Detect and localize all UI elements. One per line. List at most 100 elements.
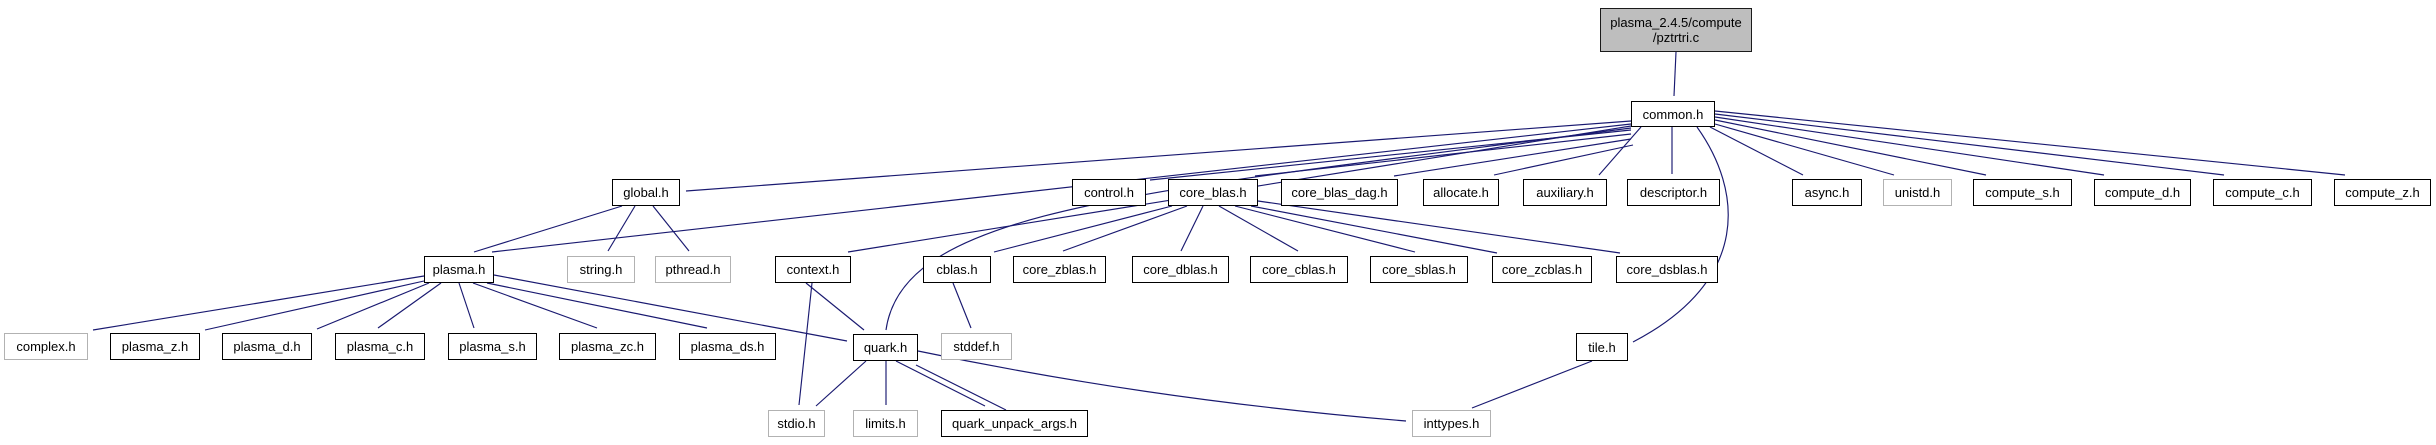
node-plasma_ds_h[interactable]: plasma_ds.h	[679, 333, 776, 360]
node-label: pthread.h	[665, 262, 721, 277]
node-plasma_s_h[interactable]: plasma_s.h	[448, 333, 537, 360]
edge-global_h-pthread_h	[652, 205, 690, 252]
node-plasma_z_h[interactable]: plasma_z.h	[110, 333, 200, 360]
node-label: cblas.h	[936, 262, 978, 277]
node-core_blas_h[interactable]: core_blas.h	[1168, 179, 1258, 206]
node-control_h[interactable]: control.h	[1072, 179, 1146, 206]
edge-core_blas_h-core_dsblas_h	[1257, 200, 1621, 254]
node-label: core_blas.h	[1179, 185, 1247, 200]
node-label: /pztrtri.c	[1652, 30, 1700, 45]
edge-common_h-control_h	[1149, 129, 1632, 181]
node-compute_s_h[interactable]: compute_s.h	[1973, 179, 2072, 206]
node-plasma_zc_h[interactable]: plasma_zc.h	[559, 333, 656, 360]
node-label: core_zblas.h	[1022, 262, 1097, 277]
node-compute_z_h[interactable]: compute_z.h	[2334, 179, 2431, 206]
node-label: stdio.h	[777, 416, 816, 431]
node-label: compute_s.h	[1985, 185, 2060, 200]
node-label: core_cblas.h	[1262, 262, 1336, 277]
edge-common_h-compute_z_h	[1714, 110, 2346, 176]
edge-quark_h-quark_unpack_args_h	[895, 360, 986, 407]
node-pztrtri_c: plasma_2.4.5/compute/pztrtri.c	[1600, 8, 1752, 52]
edge-common_h-tile_h	[1632, 126, 1729, 343]
node-core_blas_dag_h[interactable]: core_blas_dag.h	[1281, 179, 1398, 206]
edge-core_blas_h-core_sblas_h	[1234, 205, 1416, 253]
node-label: core_sblas.h	[1382, 262, 1456, 277]
node-plasma_d_h[interactable]: plasma_d.h	[222, 333, 312, 360]
node-string_h: string.h	[567, 256, 635, 283]
node-label: tile.h	[1588, 339, 1616, 355]
node-label: plasma_ds.h	[690, 339, 765, 354]
edge-core_blas_h-cblas_h	[993, 205, 1173, 253]
node-label: quark_unpack_args.h	[951, 416, 1078, 431]
node-label: plasma_d.h	[233, 339, 301, 354]
node-cblas_h[interactable]: cblas.h	[923, 256, 991, 283]
node-tile_h[interactable]: tile.h	[1576, 333, 1628, 361]
edge-common_h-core_blas_h	[1254, 133, 1632, 177]
edge-plasma_h-plasma_zc_h	[472, 282, 598, 329]
edge-plasma_h-plasma_d_h	[316, 282, 430, 330]
node-quark_h[interactable]: quark.h	[853, 334, 918, 361]
node-core_zblas_h[interactable]: core_zblas.h	[1013, 256, 1106, 283]
edge-core_blas_h-core_zblas_h	[1062, 205, 1188, 252]
node-plasma_c_h[interactable]: plasma_c.h	[335, 333, 425, 360]
edge-common_h-unistd_h	[1714, 123, 1895, 176]
edge-plasma_h-plasma_ds_h	[486, 282, 708, 329]
edge-common_h-auxiliary_h	[1598, 126, 1642, 176]
node-core_zcblas_h[interactable]: core_zcblas.h	[1492, 256, 1592, 283]
edge-plasma_h-plasma_z_h	[204, 280, 425, 331]
node-label: plasma_z.h	[121, 339, 189, 354]
edge-common_h-compute_s_h	[1714, 119, 1987, 176]
edges-group	[92, 51, 2346, 422]
edge-cblas_h-stddef_h	[952, 282, 972, 329]
node-compute_c_h[interactable]: compute_c.h	[2213, 179, 2312, 206]
node-label: core_dsblas.h	[1626, 262, 1708, 277]
edge-core_blas_h-core_dblas_h	[1180, 205, 1204, 252]
node-quark_unpack_args_h[interactable]: quark_unpack_args.h	[941, 410, 1088, 437]
node-context_h[interactable]: context.h	[775, 256, 851, 283]
node-unistd_h: unistd.h	[1883, 179, 1952, 206]
node-stddef_h: stddef.h	[941, 333, 1012, 360]
node-core_dsblas_h[interactable]: core_dsblas.h	[1616, 256, 1718, 283]
edge-common_h-compute_d_h	[1714, 116, 2105, 176]
node-inttypes_h: inttypes.h	[1412, 410, 1491, 437]
node-label: auxiliary.h	[1536, 185, 1594, 200]
node-label: plasma_c.h	[346, 339, 414, 354]
edge-common_h-async_h	[1709, 126, 1804, 176]
node-common_h[interactable]: common.h	[1631, 101, 1715, 127]
edge-core_blas_h-core_zcblas_h	[1250, 205, 1498, 254]
edge-common_h-core_blas_dag_h	[1393, 138, 1632, 177]
node-label: plasma_s.h	[459, 339, 526, 354]
edge-pztrtri_c-common_h	[1673, 51, 1677, 97]
node-label: unistd.h	[1894, 185, 1941, 200]
edge-quark_unpack_args_h-quark_h	[915, 364, 1007, 411]
node-descriptor_h[interactable]: descriptor.h	[1627, 179, 1720, 206]
node-async_h[interactable]: async.h	[1792, 179, 1862, 206]
edge-quark_h-stdio_h	[815, 360, 867, 407]
node-label: global.h	[623, 185, 669, 200]
node-core_sblas_h[interactable]: core_sblas.h	[1370, 256, 1468, 283]
node-label: limits.h	[865, 416, 906, 431]
node-label: context.h	[786, 262, 840, 277]
node-label: string.h	[579, 262, 623, 277]
node-label: core_dblas.h	[1143, 262, 1218, 277]
edge-plasma_h-plasma_s_h	[458, 282, 475, 329]
node-label: control.h	[1084, 185, 1134, 200]
node-label: async.h	[1804, 185, 1850, 200]
node-label: inttypes.h	[1423, 416, 1480, 431]
node-label: quark.h	[863, 340, 908, 355]
node-compute_d_h[interactable]: compute_d.h	[2094, 179, 2191, 206]
edge-global_h-string_h	[607, 205, 636, 252]
node-allocate_h[interactable]: allocate.h	[1423, 179, 1499, 206]
node-plasma_h[interactable]: plasma.h	[424, 256, 494, 283]
node-label: plasma_zc.h	[571, 339, 644, 354]
node-global_h[interactable]: global.h	[612, 179, 680, 206]
edge-plasma_h-complex_h	[92, 275, 425, 331]
edge-common_h-allocate_h	[1493, 144, 1634, 176]
node-core_dblas_h[interactable]: core_dblas.h	[1132, 256, 1229, 283]
edge-context_h-stdio_h	[798, 282, 813, 406]
node-limits_h: limits.h	[853, 410, 918, 437]
node-core_cblas_h[interactable]: core_cblas.h	[1250, 256, 1348, 283]
node-label: descriptor.h	[1639, 185, 1708, 200]
node-auxiliary_h[interactable]: auxiliary.h	[1523, 179, 1607, 206]
